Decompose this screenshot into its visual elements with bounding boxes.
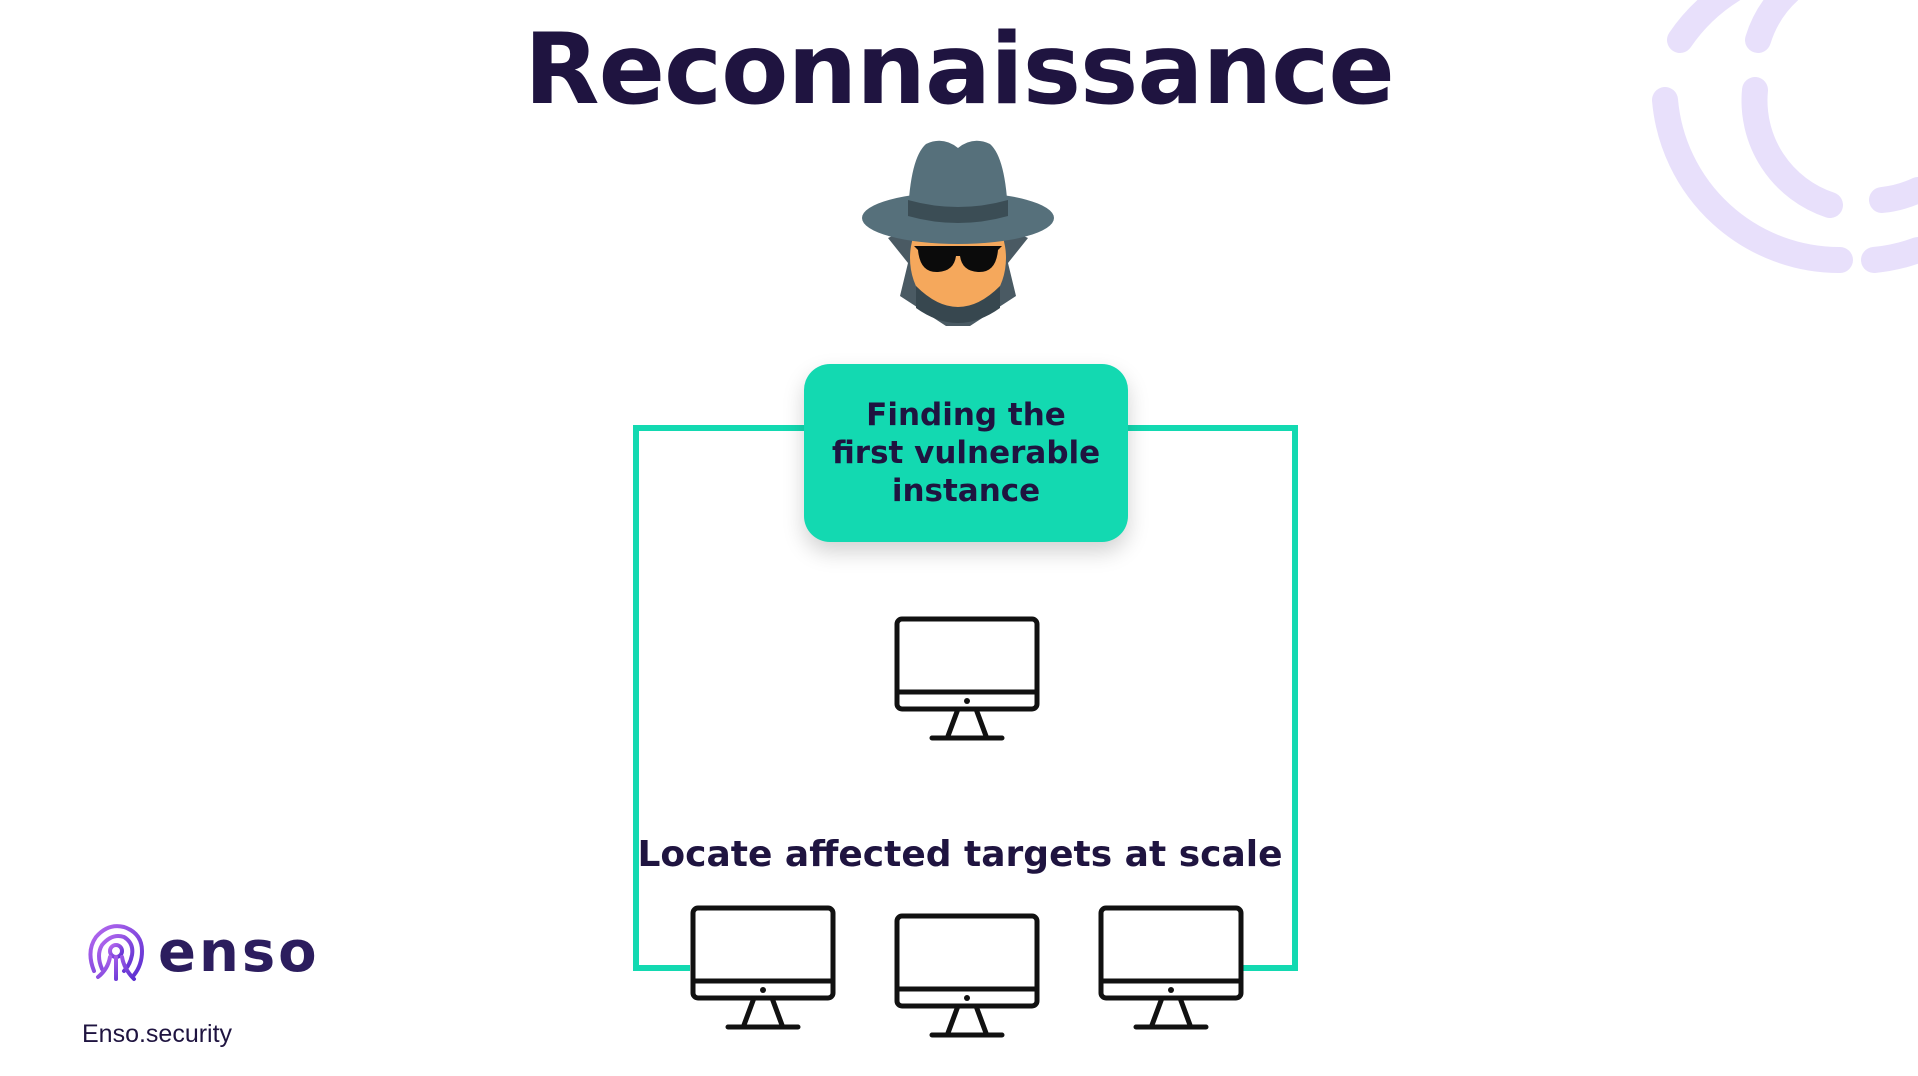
website-text: Enso.security	[82, 1020, 233, 1048]
enso-logo: enso	[84, 920, 320, 986]
spy-icon	[862, 140, 1054, 326]
desktop-computer-icon	[1098, 905, 1244, 1030]
arc-decoration	[1652, 0, 1918, 274]
caption: Locate affected targets at scale	[637, 834, 1283, 875]
page-title: Reconnaissance	[524, 13, 1395, 127]
brand-name: enso	[158, 920, 320, 985]
finding-box: Finding the first vulnerable instance	[804, 364, 1128, 542]
finding-text: Finding the first vulnerable instance	[831, 397, 1101, 509]
desktop-computer-icon	[894, 913, 1040, 1038]
enso-logo-icon	[88, 924, 145, 981]
desktop-computer-icon	[894, 616, 1040, 741]
desktop-computer-icon	[690, 905, 836, 1030]
